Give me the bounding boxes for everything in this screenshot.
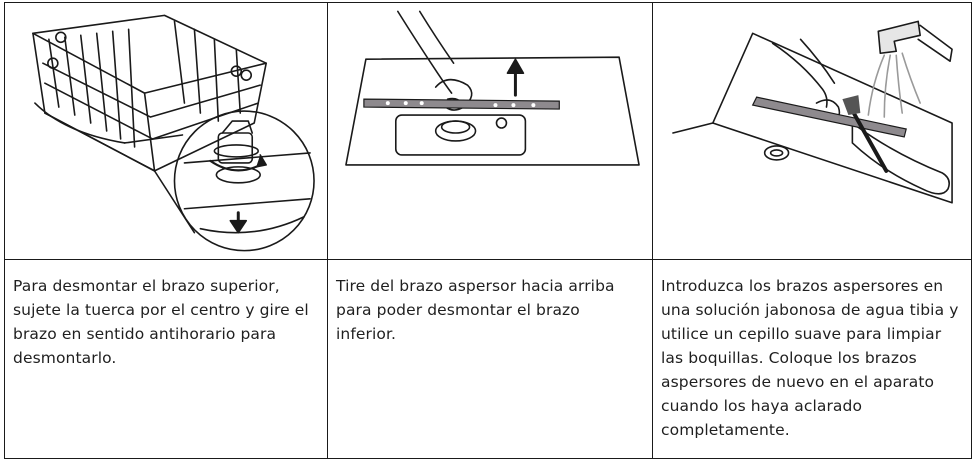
- illustrations-row: [4, 2, 972, 260]
- step-3-caption: Introduzca los brazos aspersores en una …: [661, 277, 959, 439]
- captions-row: Para desmontar el brazo superior, sujete…: [4, 259, 972, 459]
- steps-table: Para desmontar el brazo superior, sujete…: [4, 2, 972, 459]
- step-1-caption: Para desmontar el brazo superior, sujete…: [13, 277, 309, 367]
- step-1-caption-cell: Para desmontar el brazo superior, sujete…: [4, 259, 328, 459]
- lower-spray-arm-illustration: [345, 10, 640, 166]
- step-2-caption: Tire del brazo aspersor hacia arriba par…: [336, 277, 615, 343]
- spray-arm-cleaning-illustration: [672, 20, 953, 204]
- upper-spray-arm-illustration: [32, 14, 315, 252]
- step-3-caption-cell: Introduzca los brazos aspersores en una …: [652, 259, 972, 459]
- step-1-illustration-cell: [4, 2, 328, 260]
- step-2-illustration-cell: [327, 2, 653, 260]
- step-2-caption-cell: Tire del brazo aspersor hacia arriba par…: [327, 259, 653, 459]
- step-3-illustration-cell: [652, 2, 972, 260]
